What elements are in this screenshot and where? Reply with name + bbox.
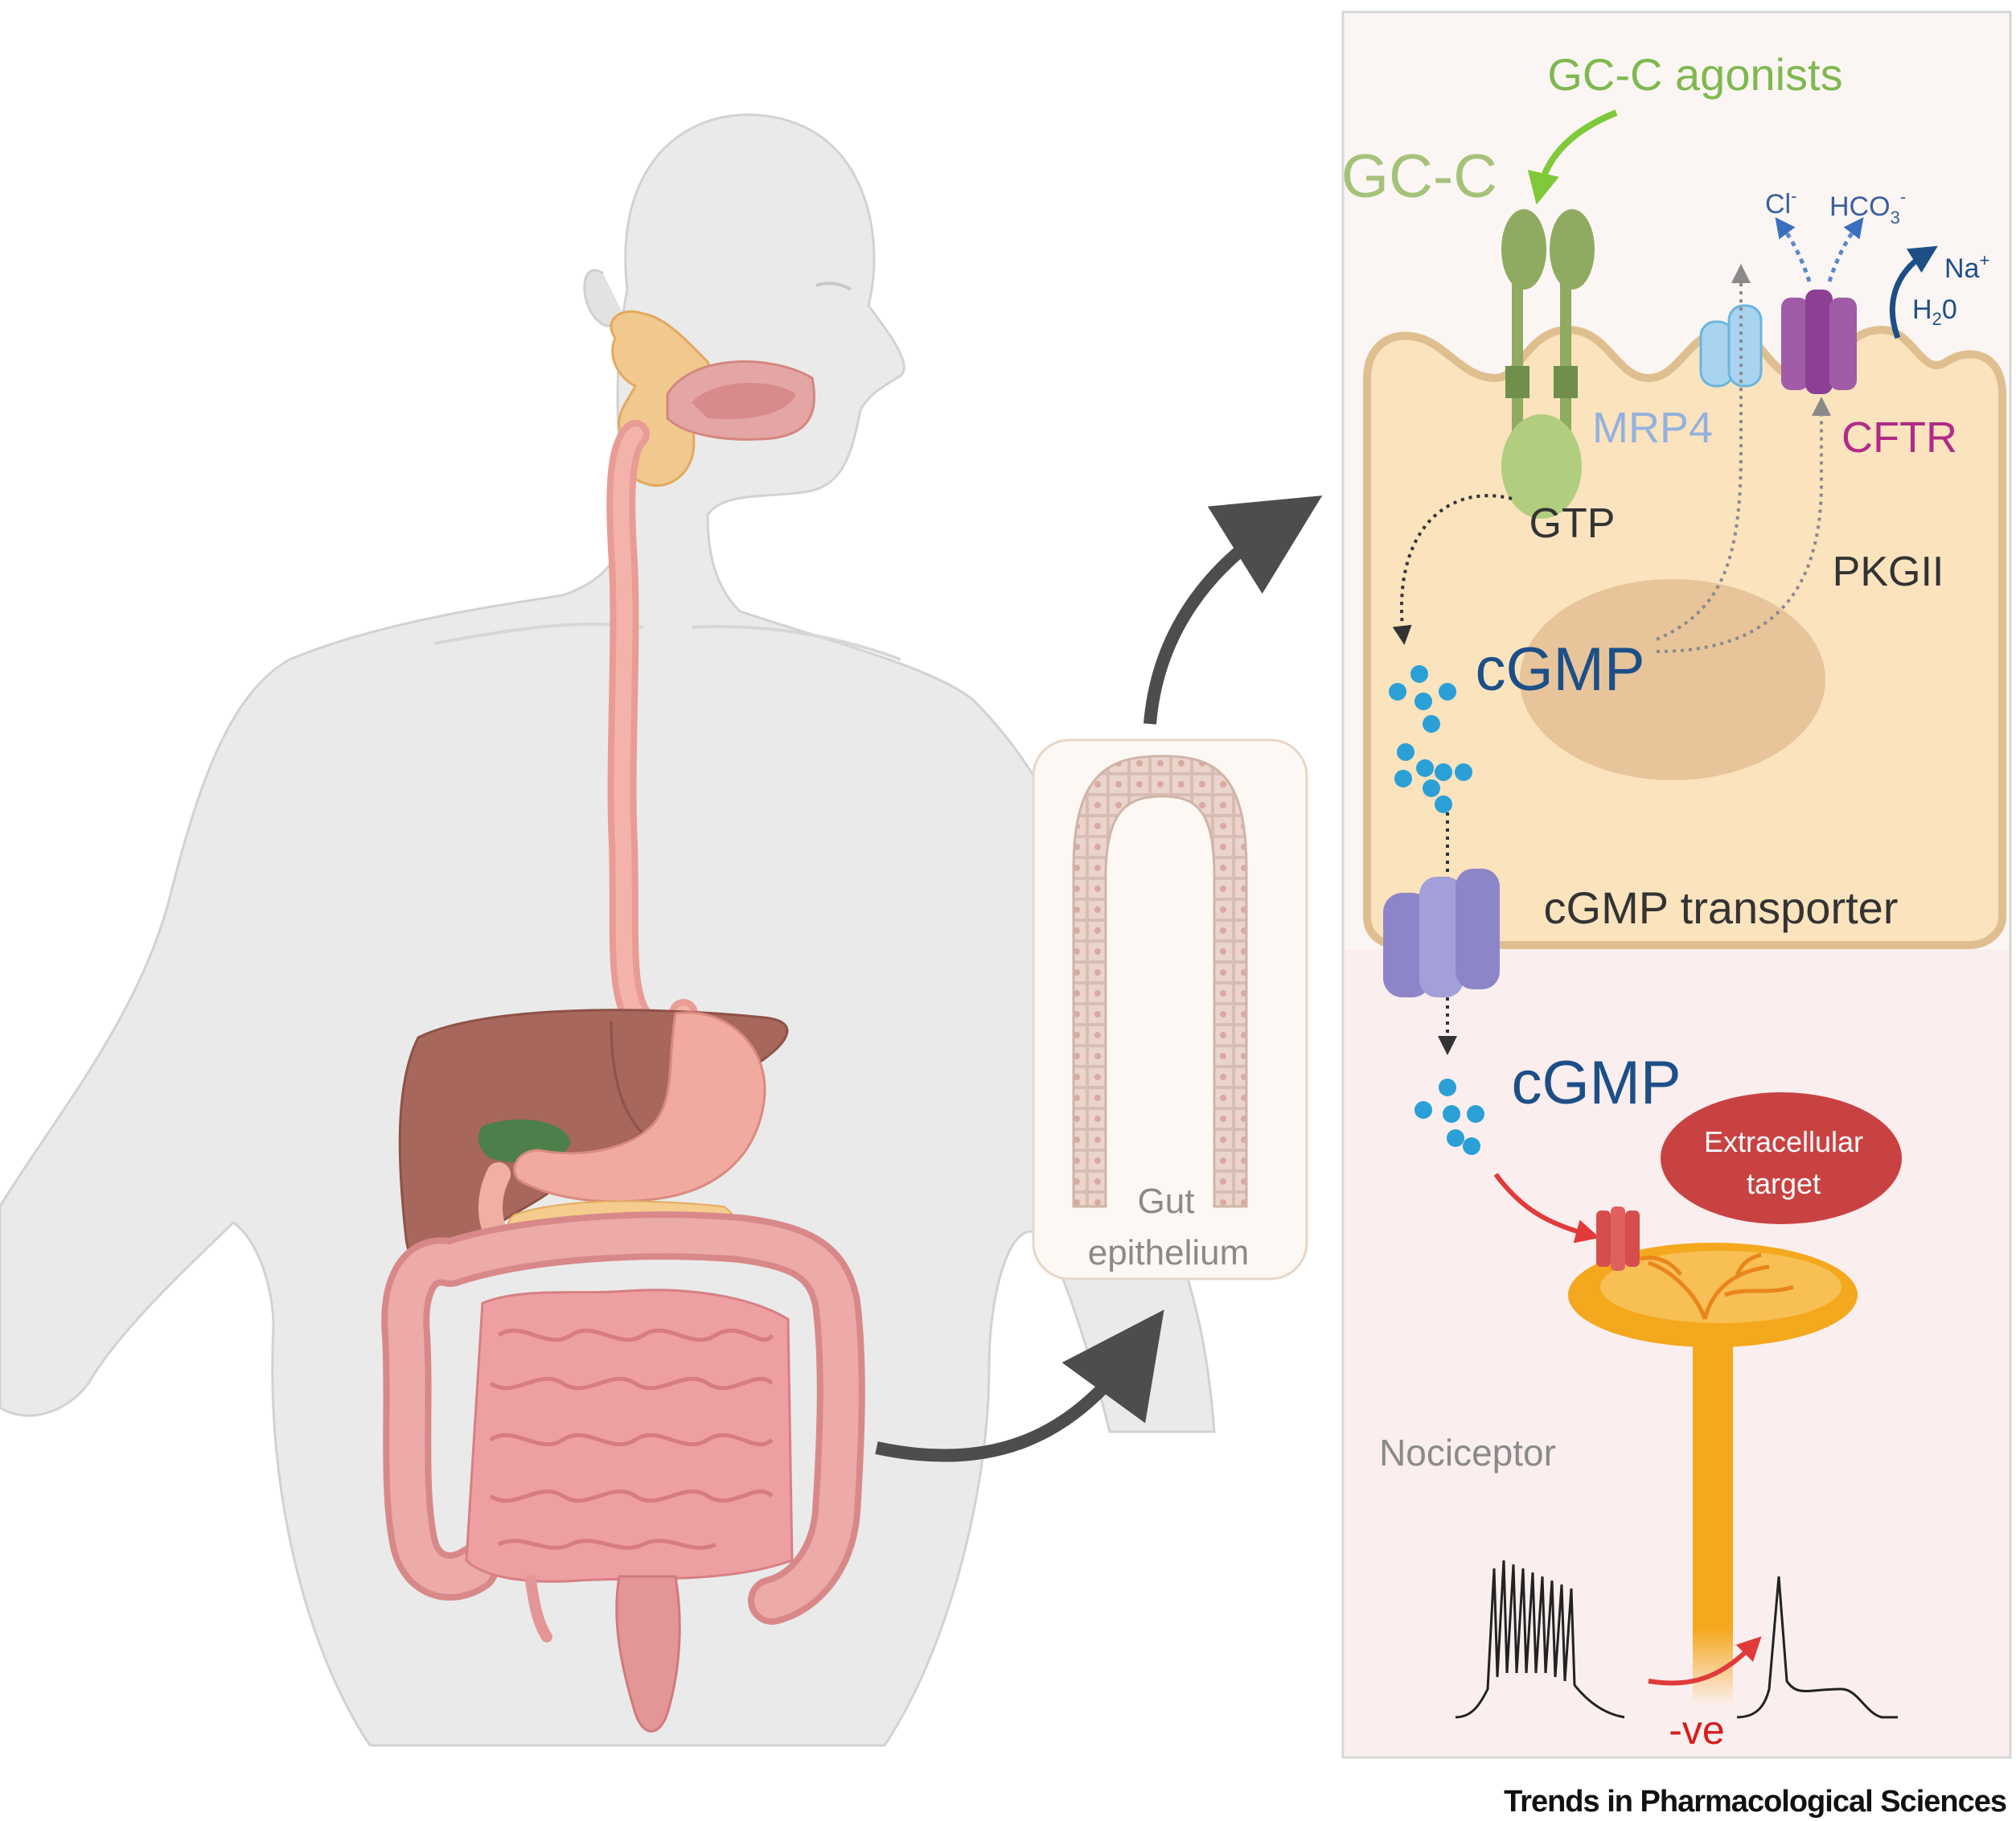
cgmp-molecules-extracellular	[1414, 1079, 1484, 1155]
gut-epithelium-label-line1: Gut	[1138, 1182, 1195, 1221]
small-intestine	[465, 1289, 794, 1583]
nucleus	[1520, 579, 1825, 780]
panel-labels: GC-C agonists GC-C Cl- HCO3- Na+ H20 MRP…	[1341, 49, 1989, 1753]
cgmp-to-nociceptor-arrow	[1493, 1173, 1600, 1243]
gut-epithelium-label-line2: epithelium	[1088, 1233, 1250, 1272]
cgmp-transporter-label: cGMP transporter	[1544, 882, 1899, 933]
journal-credit: Trends in Pharmacological Sciences	[1504, 1785, 2006, 1819]
action-potential-trace-after	[1736, 1576, 1898, 1719]
cgmp-to-cftr-arrow	[1656, 397, 1831, 653]
epithelium-to-cell-arrow	[1143, 495, 1323, 725]
cgmp-extracellular-label: cGMP	[1511, 1049, 1681, 1117]
negative-effect-label: -ve	[1669, 1708, 1724, 1753]
body-silhouette	[0, 113, 1216, 1747]
extracellular-target	[1661, 1092, 1902, 1224]
cgmp-molecules-intracellular	[1389, 665, 1472, 813]
chloride-arrow	[1775, 216, 1812, 282]
human-body-illustration	[0, 113, 1216, 1747]
gtp-to-cgmp-arrow	[1392, 494, 1513, 645]
chloride-label: Cl-	[1765, 186, 1796, 220]
bicarbonate-arrow	[1827, 216, 1864, 282]
nociceptor-receptor	[1596, 1206, 1640, 1271]
rectum	[615, 1575, 681, 1733]
gtp-label: GTP	[1529, 500, 1616, 547]
extracellular-target-label-line1: Extracellular	[1704, 1125, 1863, 1158]
cftr-channel	[1781, 290, 1857, 394]
cgmp-to-mrp4-arrow	[1656, 264, 1751, 641]
nociceptor-neuron	[1568, 1206, 1858, 1705]
cftr-label: CFTR	[1841, 413, 1957, 462]
extracellular-target-label-line2: target	[1747, 1167, 1821, 1200]
nociceptor-label: Nociceptor	[1379, 1432, 1556, 1474]
mrp4-label: MRP4	[1592, 404, 1713, 452]
gcc-label: GC-C	[1341, 142, 1497, 211]
water-label: H20	[1912, 294, 1957, 329]
intestine-to-epithelium-arrow	[875, 1309, 1164, 1462]
villus	[1072, 754, 1248, 1208]
action-potential-trace-before	[1455, 1560, 1625, 1719]
appendix	[525, 1575, 552, 1642]
stomach	[513, 1011, 766, 1203]
sodium-water-arrow	[1890, 245, 1938, 339]
mrp4-transporter	[1699, 304, 1763, 388]
cell-mechanism-panel: Extracellular target	[1341, 10, 2012, 1759]
gcc-receptor	[1501, 209, 1595, 519]
agonist-arrow	[1527, 109, 1618, 205]
eye	[815, 282, 852, 291]
cgmp-intracellular-label: cGMP	[1475, 635, 1644, 704]
pkgii-label: PKGII	[1833, 549, 1944, 595]
sodium-label: Na+	[1944, 250, 1989, 284]
bicarbonate-label: HCO3-	[1829, 187, 1906, 228]
reduction-arrow	[1648, 1636, 1762, 1686]
oral-cavity-inner	[692, 383, 796, 420]
gcc-agonists-label: GC-C agonists	[1547, 49, 1842, 100]
cgmp-transporter-protein	[1383, 869, 1500, 997]
nociceptor-axon	[1693, 1319, 1733, 1705]
gut-epithelium-inset: Gut epithelium	[1032, 738, 1308, 1280]
flow-arrows	[875, 495, 1323, 1462]
